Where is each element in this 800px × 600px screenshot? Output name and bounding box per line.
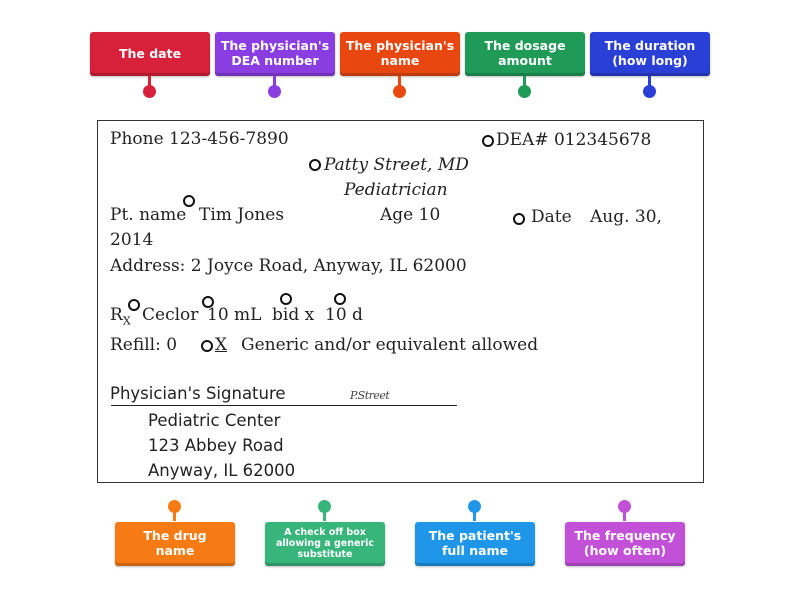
label-text: The dosage amount <box>484 38 566 68</box>
pin-dot <box>468 500 481 513</box>
signature-scribble: P.Street <box>350 389 390 402</box>
pin-dot <box>268 85 281 98</box>
label-patient-full-name[interactable]: The patient's full name <box>415 522 535 566</box>
label-text: The frequency (how often) <box>574 528 676 558</box>
label-text: A check off box allowing a generic subst… <box>275 526 375 560</box>
label-text: The drug name <box>143 528 207 558</box>
label-text: The physician's DEA number <box>220 38 330 68</box>
drop-target-date[interactable] <box>513 213 525 225</box>
clinic-city: Anyway, IL 62000 <box>148 461 296 480</box>
drop-target-duration[interactable] <box>334 293 346 305</box>
age-text: Age 10 <box>380 205 441 225</box>
pin-stem <box>273 76 276 86</box>
drug-text: Ceclor <box>142 305 199 325</box>
pin-dot <box>393 85 406 98</box>
duration-text: 10 d <box>325 305 363 325</box>
dose-text: 10 mL <box>207 305 262 325</box>
pin-dot <box>618 500 631 513</box>
rx-x: X <box>122 314 131 328</box>
pin-dot <box>643 85 656 98</box>
label-the-date[interactable]: The date <box>90 32 210 76</box>
generic-text: Generic and/or equivalent allowed <box>241 335 539 355</box>
label-text: The duration (how long) <box>604 38 696 68</box>
pin-stem <box>398 76 401 86</box>
pin-dot <box>518 85 531 98</box>
physician-name-text: Patty Street, MD <box>324 155 469 175</box>
pin-dot <box>168 500 181 513</box>
pin-dot <box>318 500 331 513</box>
date-year: 2014 <box>110 230 154 250</box>
pin-stem <box>148 76 151 86</box>
label-text: The patient's full name <box>428 528 522 558</box>
pin-stem <box>173 511 176 521</box>
pin-stem <box>473 511 476 521</box>
prescription-form: Phone 123-456-7890 DEA# 012345678 Patty … <box>97 120 704 483</box>
label-physician-name[interactable]: The physician's name <box>340 32 460 76</box>
generic-check: X <box>215 335 228 355</box>
label-text: The date <box>118 45 182 61</box>
drop-target-generic[interactable] <box>201 340 213 352</box>
pin-stem <box>623 511 626 521</box>
pin-stem <box>323 511 326 521</box>
refill-text: Refill: 0 <box>110 335 178 355</box>
label-dosage-amount[interactable]: The dosage amount <box>465 32 585 76</box>
label-duration[interactable]: The duration (how long) <box>590 32 710 76</box>
drop-target-drug-name[interactable] <box>128 299 140 311</box>
drop-target-patient-name[interactable] <box>183 195 195 207</box>
clinic-street: 123 Abbey Road <box>148 436 284 455</box>
phone-text: Phone 123-456-7890 <box>110 129 289 149</box>
drop-target-frequency[interactable] <box>280 293 292 305</box>
label-text: The physician's name <box>345 38 455 68</box>
date-value: Aug. 30, <box>590 207 662 227</box>
signature-line <box>111 405 457 406</box>
drop-target-dea[interactable] <box>482 135 494 147</box>
address-text: Address: 2 Joyce Road, Anyway, IL 62000 <box>110 256 467 276</box>
rx-symbol: RX <box>110 305 131 327</box>
signature-label: Physician's Signature <box>110 384 286 403</box>
pin-stem <box>523 76 526 86</box>
frequency-text: bid x <box>272 305 315 325</box>
pin-stem <box>648 76 651 86</box>
label-physician-dea-number[interactable]: The physician's DEA number <box>215 32 335 76</box>
patient-name-text: Tim Jones <box>199 205 285 225</box>
drop-target-physician-name[interactable] <box>309 159 321 171</box>
label-generic-checkbox[interactable]: A check off box allowing a generic subst… <box>265 522 385 566</box>
drop-target-dosage[interactable] <box>202 296 214 308</box>
clinic-name: Pediatric Center <box>148 411 281 430</box>
pin-dot <box>143 85 156 98</box>
rx-r: R <box>110 305 123 325</box>
physician-title-text: Pediatrician <box>344 180 448 200</box>
patient-label: Pt. name <box>110 205 187 225</box>
dea-text: DEA# 012345678 <box>496 130 652 150</box>
label-frequency[interactable]: The frequency (how often) <box>565 522 685 566</box>
date-label: Date <box>531 207 572 227</box>
label-drug-name[interactable]: The drug name <box>115 522 235 566</box>
